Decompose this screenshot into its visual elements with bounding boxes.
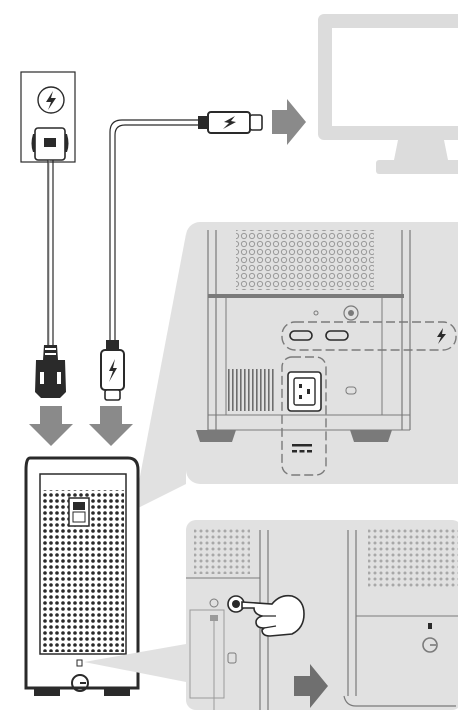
rear-panel-detail [134,222,458,510]
thunderbolt-icon [437,328,446,344]
power-button-detail [84,520,458,710]
thunderbolt-cable [100,111,263,401]
arrow-down-thunderbolt [89,406,133,446]
hand-press-icon [241,594,305,637]
monitor [318,14,458,174]
drive-enclosure [24,456,140,696]
power-outlet [20,71,76,163]
arrow-down-power [29,406,73,446]
power-bolt-icon [46,91,56,110]
arrow-to-monitor [272,99,306,145]
power-cable [35,160,66,398]
g-logo-icon [71,674,89,692]
thunderbolt-icon [223,116,236,129]
thunderbolt-icon [109,359,117,382]
